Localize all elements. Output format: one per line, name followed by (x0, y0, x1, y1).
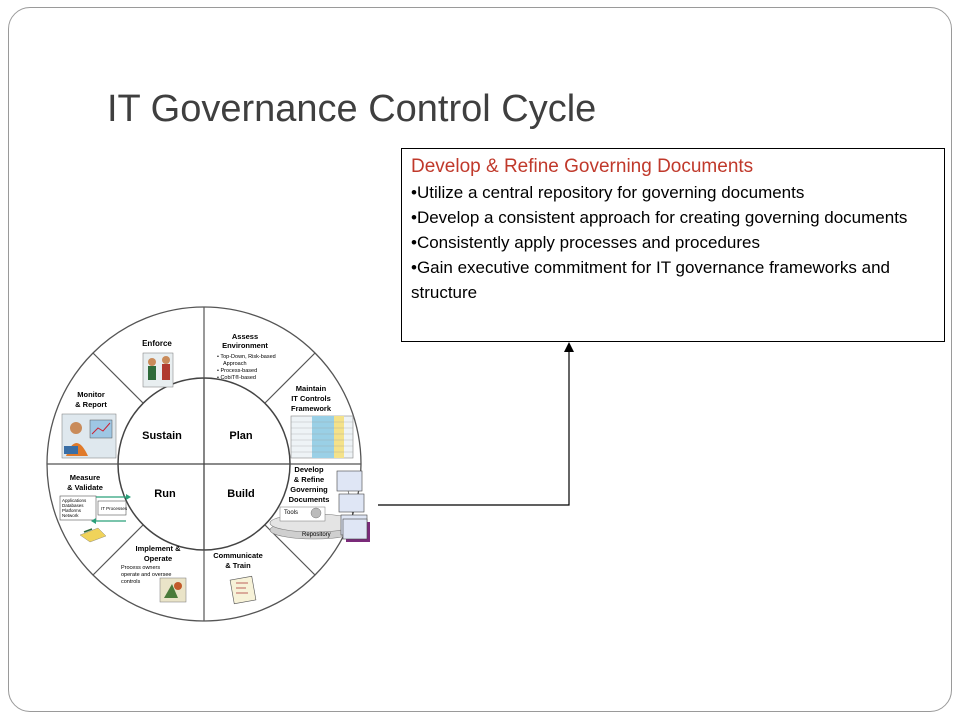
implement-note: Process owners (121, 565, 160, 571)
segment-measure-line1: Measure (70, 473, 100, 482)
callout-bullet: Develop a consistent approach for creati… (411, 205, 944, 230)
callout-heading: Develop & Refine Governing Documents (411, 156, 754, 177)
operate-tools-icon (159, 577, 187, 603)
segment-develop-line3: Governing (290, 485, 328, 494)
quadrant-build: Build (227, 488, 255, 500)
callout-bullet: Consistently apply processes and procedu… (411, 230, 944, 255)
assess-bullet: • Process-based (217, 368, 257, 374)
repository-label: Repository (302, 532, 331, 538)
segment-maintain-line1: Maintain (296, 384, 327, 393)
segment-monitor-line1: Monitor (77, 390, 105, 399)
quadrant-plan: Plan (229, 430, 253, 442)
measure-figure-icon (79, 527, 107, 543)
segment-develop-line1: Develop (294, 465, 324, 474)
monitor-report-icon (61, 413, 117, 459)
measure-arrows (91, 494, 131, 524)
it-processes-box (97, 500, 127, 516)
quadrant-run: Run (154, 488, 176, 500)
segment-communicate-line1: Communicate (213, 551, 263, 560)
measure-system-item: Applications (62, 498, 87, 503)
segment-develop-line2: & Refine (294, 475, 324, 484)
segment-implement-line1: Implement & (135, 544, 181, 553)
implement-note: controls (121, 579, 141, 585)
callout-box: Develop & Refine Governing Documents Uti… (401, 148, 945, 342)
connector-arrowhead (564, 342, 574, 352)
quadrant-sustain: Sustain (142, 430, 182, 442)
assess-bullet: • CobiT®-based (217, 374, 256, 381)
measure-system-item: Network (62, 513, 79, 518)
implement-note: operate and oversee (121, 572, 171, 578)
segment-implement-line2: Operate (144, 554, 172, 563)
segment-measure-line2: & Validate (67, 483, 103, 492)
connector-line (378, 350, 570, 506)
callout-bullet-list: Utilize a central repository for governi… (411, 180, 944, 305)
segment-assess-line2: Environment (222, 341, 268, 350)
segment-maintain-line2: IT Controls (291, 394, 331, 403)
segment-enforce: Enforce (142, 339, 172, 348)
assess-bullet: • Top-Down, Risk-based (217, 354, 276, 360)
segment-assess-line1: Assess (232, 332, 258, 341)
measure-system-item: Databases (62, 503, 84, 508)
segment-dividers (47, 307, 361, 621)
segment-develop-line4: Documents (289, 495, 330, 504)
segment-monitor-line2: & Report (75, 400, 107, 409)
training-icon (229, 575, 257, 605)
controls-spreadsheet-icon (290, 415, 354, 459)
governing-documents-icon (336, 470, 370, 542)
enforce-people-icon (142, 352, 174, 388)
callout-bullet: Utilize a central repository for governi… (411, 180, 944, 205)
repository-tools-label: Tools (284, 510, 298, 516)
assess-bullet: Approach (223, 361, 247, 367)
slide-title: IT Governance Control Cycle (107, 88, 597, 130)
repository-graphic (269, 506, 359, 540)
segment-maintain-line3: Framework (291, 404, 332, 413)
measure-systems-box (59, 495, 97, 521)
segment-communicate-line2: & Train (225, 561, 251, 570)
callout-bullet: Gain executive commitment for IT governa… (411, 255, 944, 305)
measure-system-item: Platforms (62, 508, 82, 513)
it-processes-label: IT Processes (101, 506, 128, 511)
